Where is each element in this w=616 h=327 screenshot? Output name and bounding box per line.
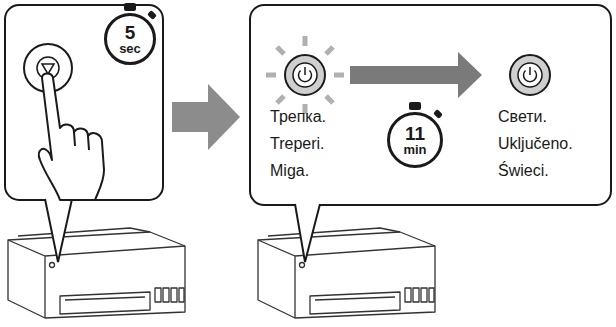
power-light-flashing (266, 36, 344, 114)
step-arrow (172, 84, 240, 150)
time-unit: min (403, 143, 426, 156)
time-value: 5 (125, 24, 136, 42)
printer (8, 228, 185, 318)
callout-bubble (250, 5, 611, 262)
power-light-on (510, 55, 550, 95)
stopwatch: 11min (387, 112, 443, 168)
status-text: Свети. (498, 108, 547, 126)
time-unit: sec (119, 42, 141, 55)
status-text: Uključeno. (498, 135, 573, 153)
status-text: Miga. (270, 162, 309, 180)
status-text: Świeci. (498, 162, 549, 180)
pointing-hand (39, 74, 104, 201)
callout-bubble (5, 5, 163, 262)
printer (258, 228, 435, 318)
stopwatch: 5sec (104, 13, 156, 65)
time-value: 11 (405, 125, 425, 143)
status-text: Treperi. (270, 135, 325, 153)
transition-arrow (350, 52, 482, 98)
status-text: Трепка. (270, 108, 326, 126)
stopwatch-crown (124, 3, 443, 119)
